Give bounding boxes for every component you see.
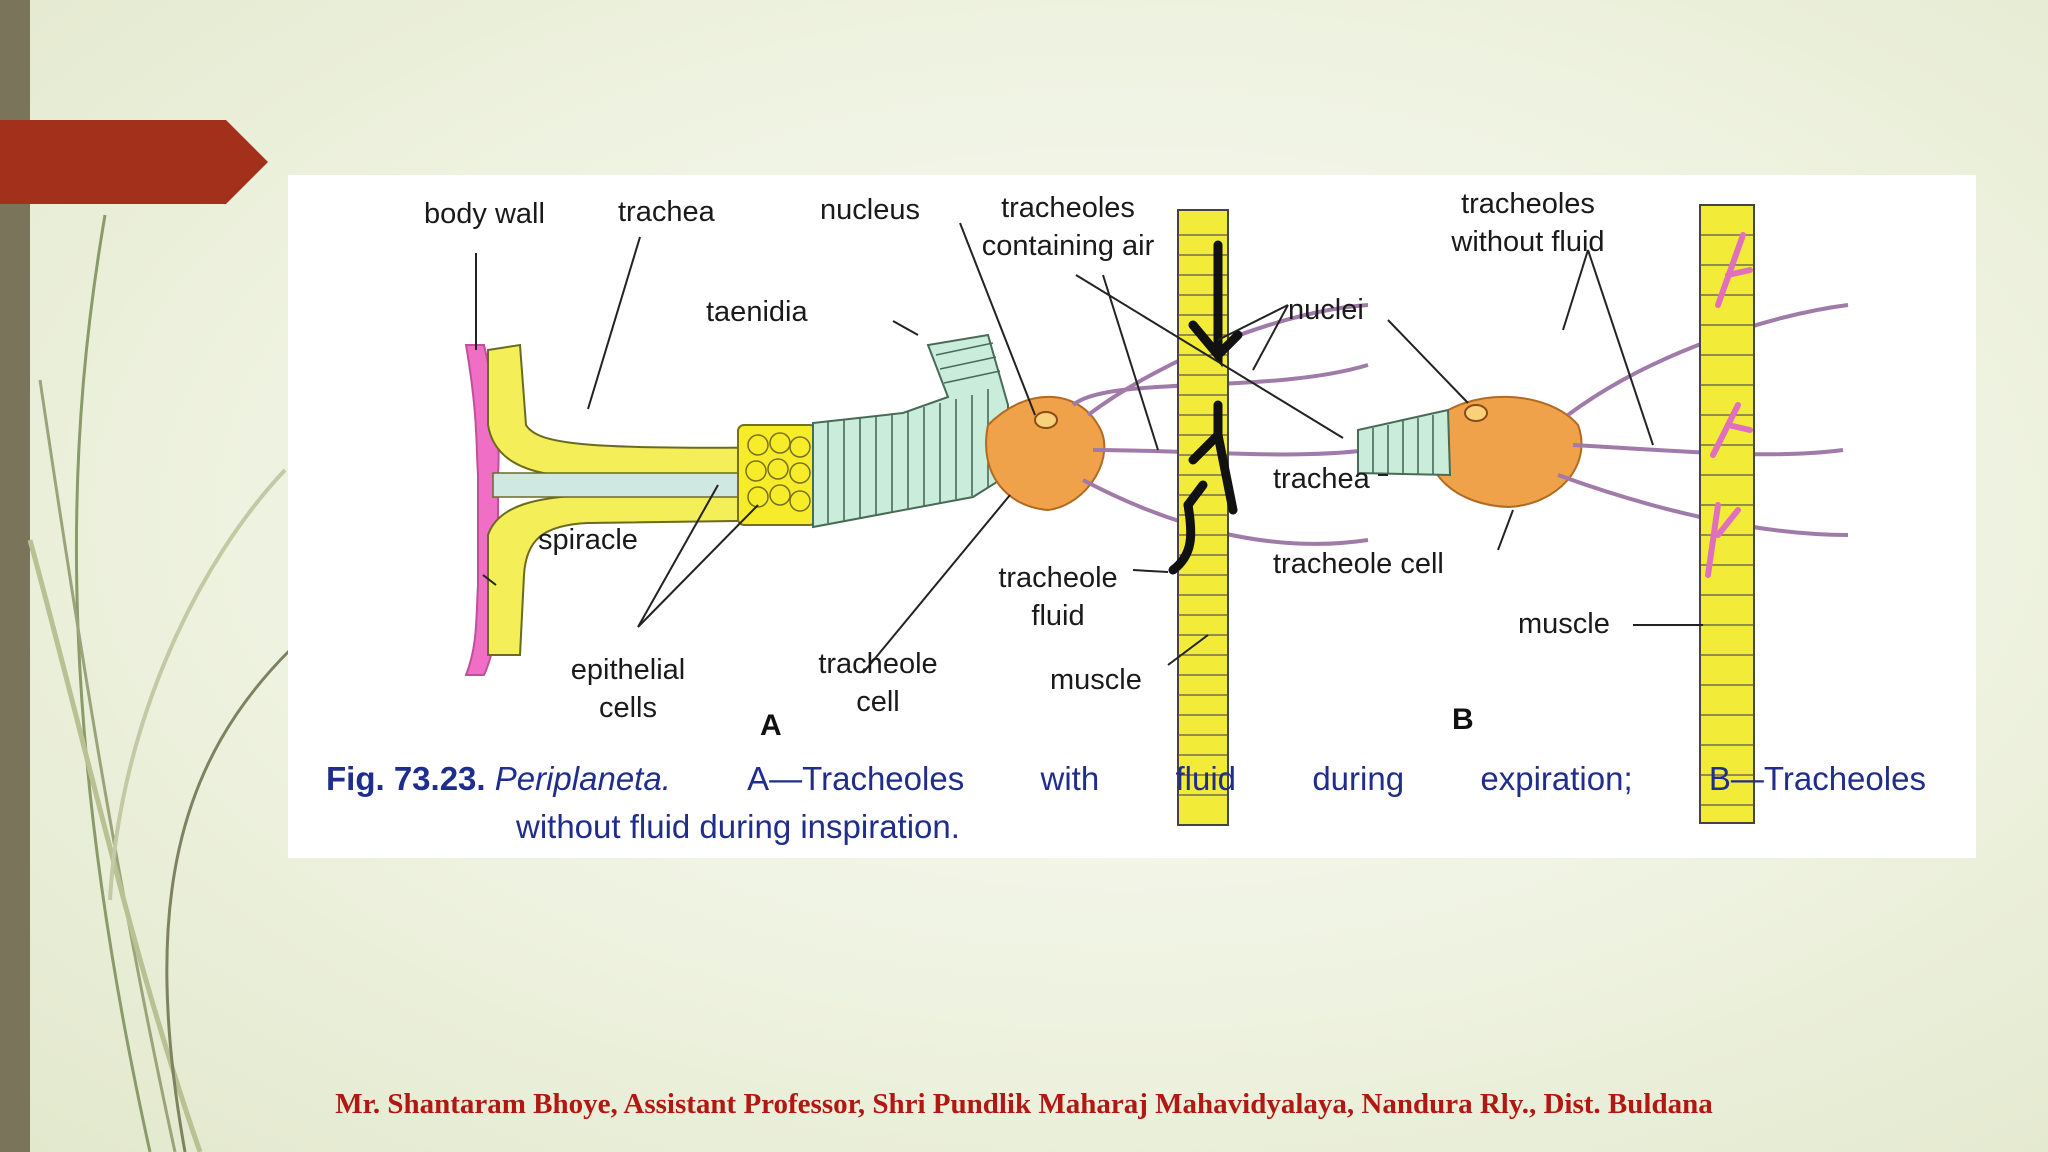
tracheole-cell-b [1425, 395, 1583, 509]
label-body-wall: body wall [424, 198, 545, 230]
part-b-label: B [1452, 703, 1474, 736]
figure-caption: Fig. 73.23. Periplaneta. A—Tracheoles wi… [326, 755, 1926, 851]
figure-panel: body wall trachea nucleus tracheoles con… [288, 175, 1976, 858]
trachea-taenidia [812, 333, 1009, 529]
label-epithelial-line1: epithelial [570, 654, 686, 686]
accent-arrow-banner [0, 120, 268, 204]
label-tracheoles-air-line2: containing air [981, 230, 1155, 262]
slide-footer-credit: Mr. Shantaram Bhoye, Assistant Professor… [335, 1088, 1713, 1120]
caption-word-with: with [1040, 760, 1100, 797]
caption-word-fluid: fluid [1175, 760, 1237, 797]
caption-word-during: during [1312, 760, 1405, 797]
label-tracheole-cell-line1: tracheole [818, 648, 938, 680]
label-trachea-a: trachea [618, 196, 715, 228]
caption-fig-number: Fig. 73.23. [326, 760, 486, 797]
label-spiracle: spiracle [538, 524, 638, 556]
label-tracheole-cell-b: tracheole cell [1273, 548, 1444, 580]
label-trachea-b: trachea [1273, 463, 1370, 495]
part-a-label: A [760, 709, 782, 742]
caption-genus: Periplaneta. [494, 760, 671, 797]
label-nucleus: nucleus [820, 194, 920, 226]
label-taenidia: taenidia [706, 296, 808, 328]
label-tracheoles-without-fluid: tracheoles without fluid [1428, 185, 1628, 261]
label-tracheole-cell-a: tracheole cell [798, 645, 958, 721]
caption-part-b: B—Tracheoles [1708, 760, 1926, 797]
label-muscle-a: muscle [1050, 664, 1142, 696]
caption-line-2: without fluid during inspiration. [516, 808, 960, 845]
label-epithelial-cells: epithelial cells [538, 651, 718, 727]
caption-part-a: A—Tracheoles [747, 760, 965, 797]
tracheole-cell-a [985, 395, 1106, 512]
label-nuclei: nuclei [1288, 294, 1364, 326]
label-tracheoles-air-line1: tracheoles [1001, 192, 1135, 224]
tracheole-diagram [464, 204, 1849, 826]
caption-word-expiration: expiration; [1480, 760, 1633, 797]
label-tracheole-fluid: tracheole fluid [968, 559, 1148, 635]
label-tracheole-fluid-line1: tracheole [998, 562, 1118, 594]
caption-line-1: Fig. 73.23. Periplaneta. A—Tracheoles wi… [326, 755, 1926, 803]
label-tracheole-fluid-line2: fluid [1031, 600, 1085, 632]
label-tracheoles-containing-air: tracheoles containing air [948, 189, 1188, 265]
label-tracheole-cell-line2: cell [856, 686, 900, 718]
trachea-b [1357, 408, 1452, 477]
decorative-streaks [27, 214, 292, 1152]
label-tracheoles-nofluid-line1: tracheoles [1461, 188, 1595, 220]
label-muscle-b: muscle [1518, 608, 1610, 640]
label-tracheoles-nofluid-line2: without fluid [1451, 226, 1605, 258]
label-epithelial-line2: cells [598, 692, 657, 724]
muscle-b [1699, 204, 1755, 824]
